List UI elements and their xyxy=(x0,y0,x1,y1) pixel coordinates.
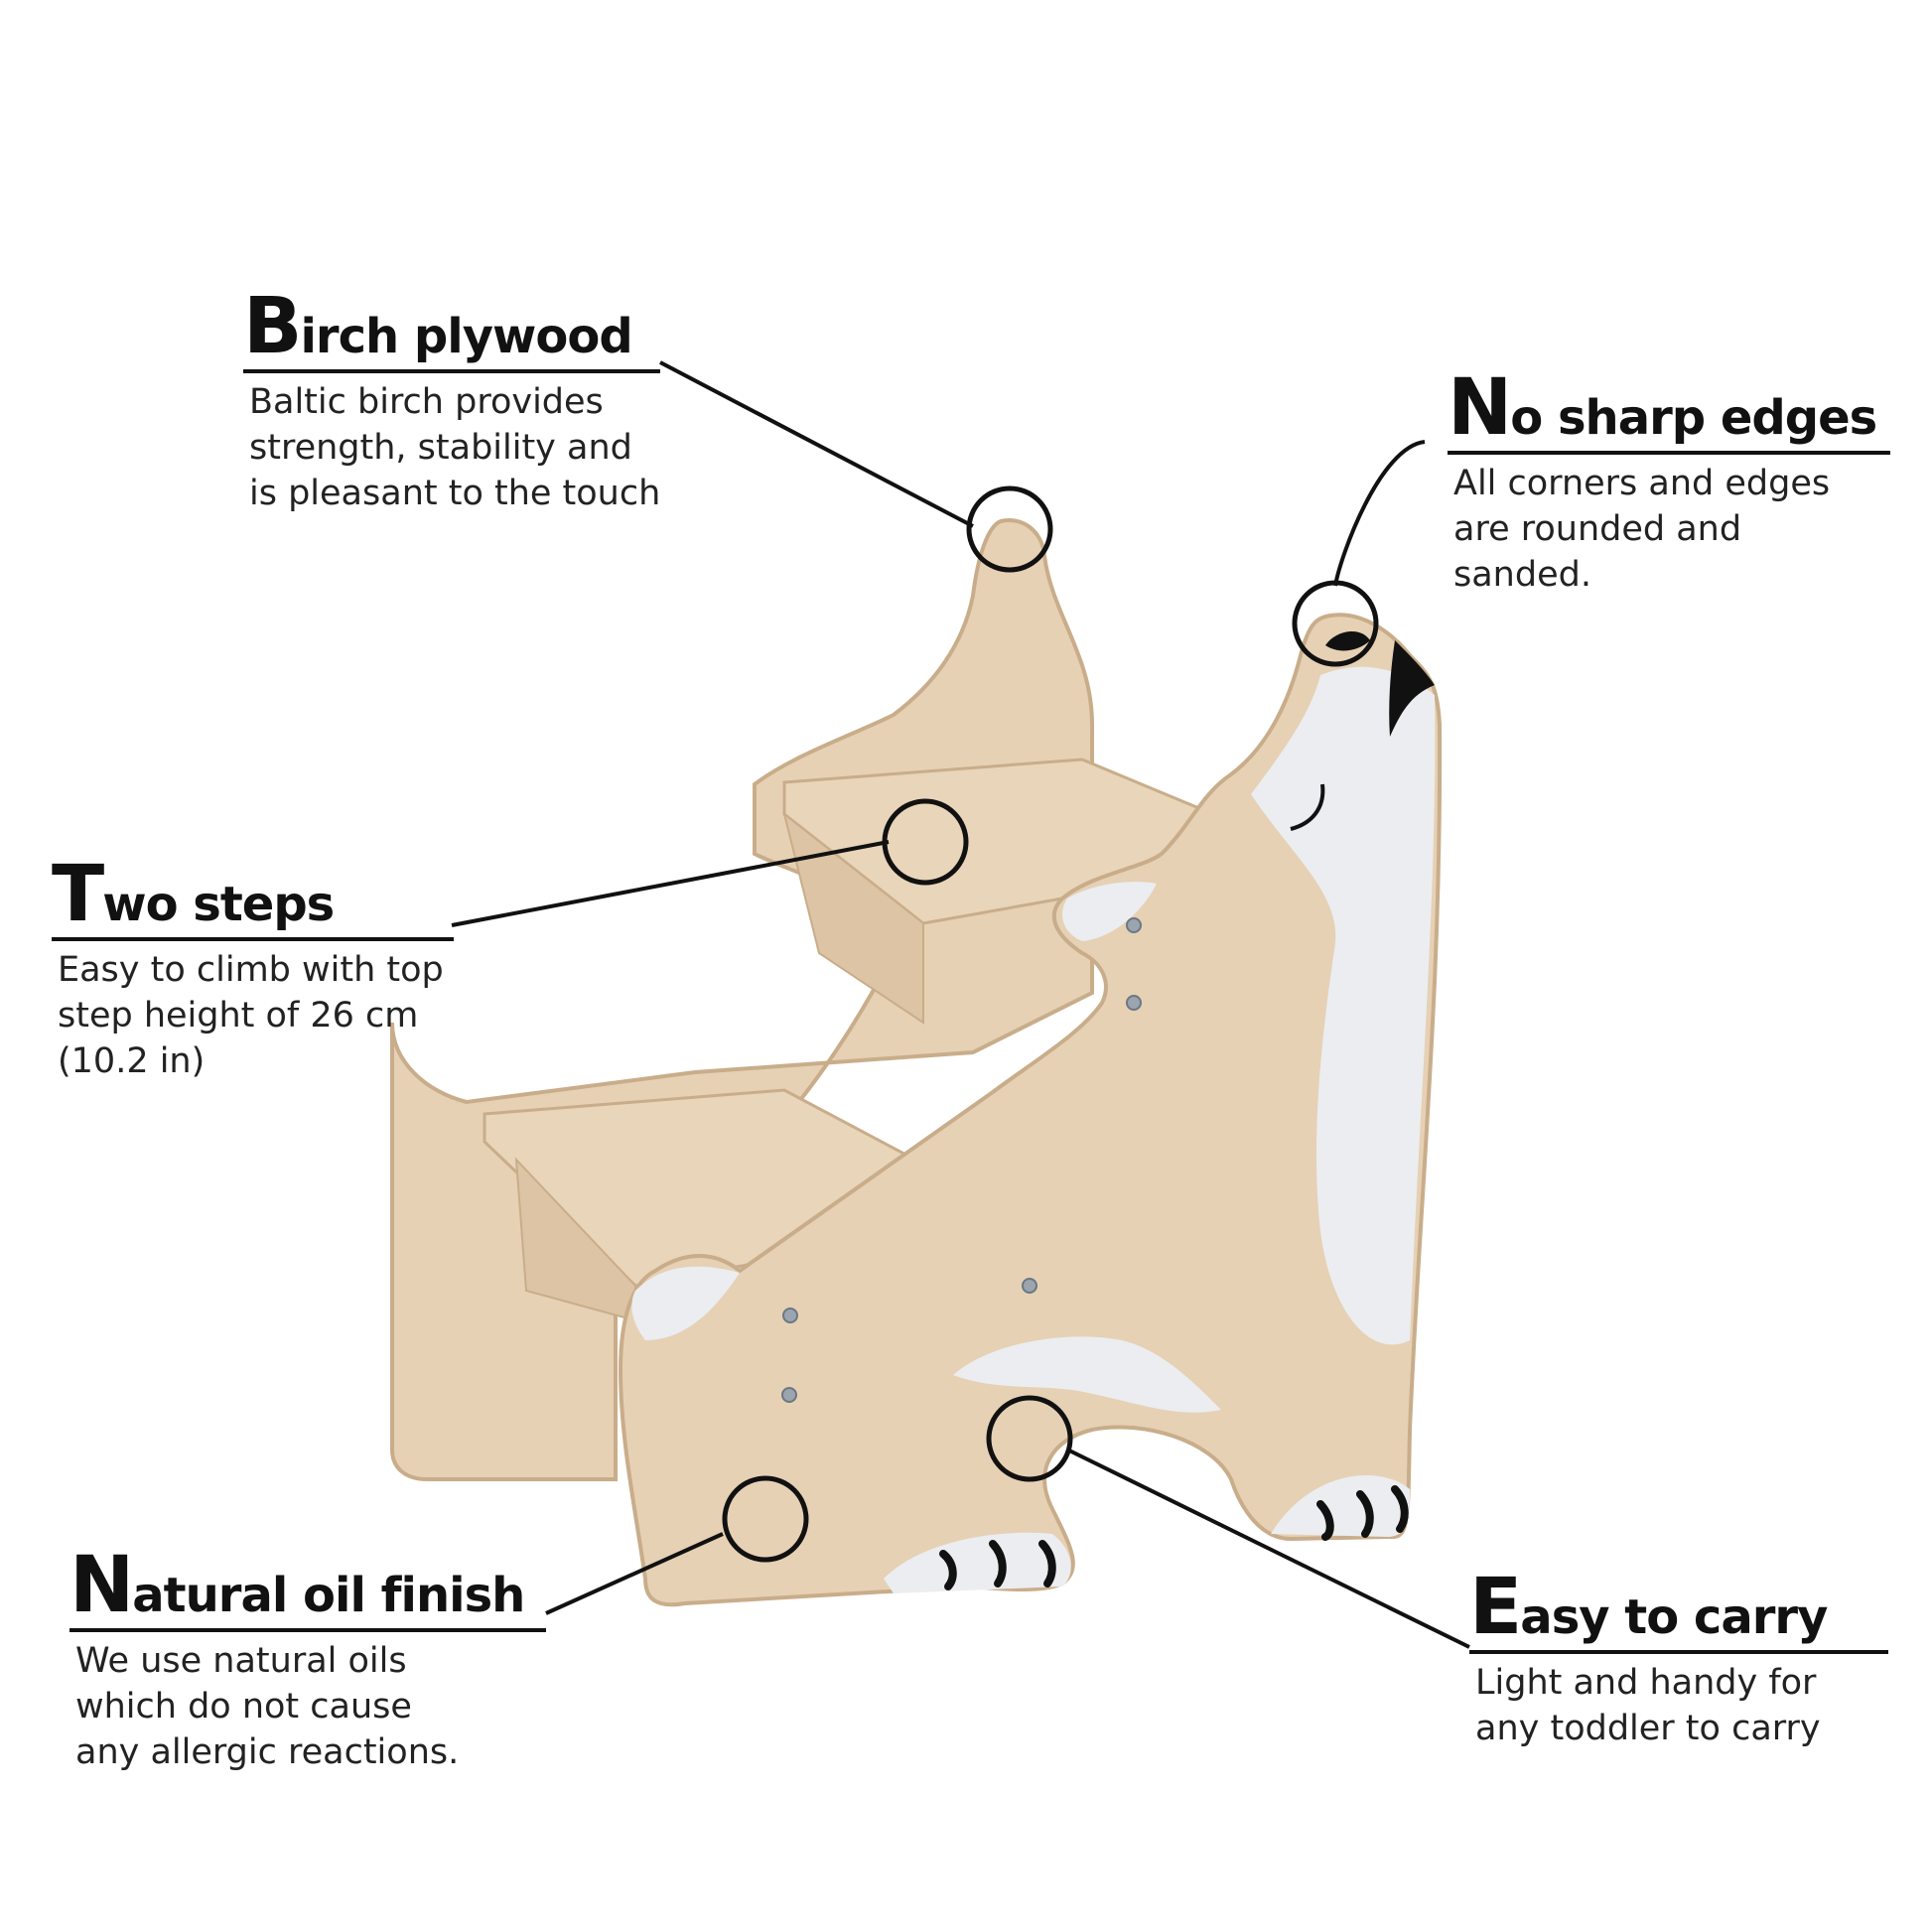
desc-line: strength, stability and xyxy=(249,428,632,468)
desc-line: sanded. xyxy=(1453,555,1591,595)
callout-circle-steps xyxy=(882,798,969,886)
feature-description: Light and handy for any toddler to carry xyxy=(1469,1660,1888,1751)
feature-title: No sharp edges xyxy=(1448,369,1890,447)
desc-line: Easy to climb with top xyxy=(58,950,444,990)
callout-circle-birch xyxy=(966,485,1053,573)
title-cap: N xyxy=(1448,363,1512,453)
wolf-mouth xyxy=(1290,783,1325,831)
feature-natural-oil-finish: Natural oil finish We use natural oils w… xyxy=(69,1547,546,1775)
title-rule xyxy=(1469,1650,1888,1654)
desc-line: All corners and edges xyxy=(1453,464,1831,503)
wolf-front-panel xyxy=(618,613,1443,1607)
title-cap: N xyxy=(69,1541,134,1630)
callout-circle-oil xyxy=(722,1475,809,1563)
title-rule xyxy=(243,369,660,373)
desc-line: We use natural oils xyxy=(75,1641,407,1681)
title-rest: atural oil finish xyxy=(132,1568,525,1623)
desc-line: step height of 26 cm xyxy=(58,996,419,1035)
feature-title: Birch plywood xyxy=(243,288,660,365)
title-rest: asy to carry xyxy=(1520,1589,1828,1645)
callout-circles xyxy=(722,485,1379,1563)
belly-patch xyxy=(953,1336,1221,1413)
screws xyxy=(781,917,1142,1403)
title-cap: T xyxy=(52,850,104,939)
callout-circle-carry xyxy=(986,1395,1073,1482)
feature-description: We use natural oils which do not cause a… xyxy=(69,1638,546,1775)
desc-line: any allergic reactions. xyxy=(75,1732,460,1772)
back-paw-patch xyxy=(1271,1475,1410,1537)
title-rest: irch plywood xyxy=(300,309,632,364)
claws xyxy=(939,1485,1409,1590)
feature-description: All corners and edges are rounded and sa… xyxy=(1448,461,1890,598)
feature-birch-plywood: Birch plywood Baltic birch provides stre… xyxy=(243,288,660,516)
desc-line: are rounded and xyxy=(1453,509,1742,549)
title-rest: o sharp edges xyxy=(1510,390,1877,446)
feature-easy-to-carry: Easy to carry Light and handy for any to… xyxy=(1469,1569,1888,1751)
desc-line: any toddler to carry xyxy=(1475,1709,1821,1748)
feature-description: Easy to climb with top step height of 26… xyxy=(52,947,454,1084)
callout-lines xyxy=(451,360,1470,1649)
desc-line: Baltic birch provides xyxy=(249,382,604,422)
desc-line: Light and handy for xyxy=(1475,1663,1817,1703)
feature-description: Baltic birch provides strength, stabilit… xyxy=(243,379,660,516)
chest-patch xyxy=(1251,666,1436,1345)
front-paw-patch xyxy=(884,1532,1071,1593)
feature-title: Natural oil finish xyxy=(69,1547,546,1624)
desc-line: is pleasant to the touch xyxy=(249,474,661,513)
feature-title: Two steps xyxy=(52,856,454,933)
desc-line: (10.2 in) xyxy=(58,1041,206,1081)
callout-circle-edges xyxy=(1292,580,1379,667)
title-rule xyxy=(1448,451,1890,455)
title-rest: wo steps xyxy=(102,877,335,932)
title-cap: E xyxy=(1469,1563,1522,1652)
feature-title: Easy to carry xyxy=(1469,1569,1888,1646)
feature-two-steps: Two steps Easy to climb with top step he… xyxy=(52,856,454,1084)
ear-patch-top xyxy=(1062,882,1157,941)
title-rule xyxy=(69,1628,546,1632)
wolf-eye xyxy=(1325,630,1370,651)
top-step-front xyxy=(782,811,924,1025)
desc-line: which do not cause xyxy=(75,1687,412,1726)
wolf-nose xyxy=(1389,640,1435,737)
ear-patch-bottom xyxy=(631,1266,740,1340)
title-rule xyxy=(52,937,454,941)
feature-no-sharp-edges: No sharp edges All corners and edges are… xyxy=(1448,369,1890,598)
title-cap: B xyxy=(243,282,302,371)
